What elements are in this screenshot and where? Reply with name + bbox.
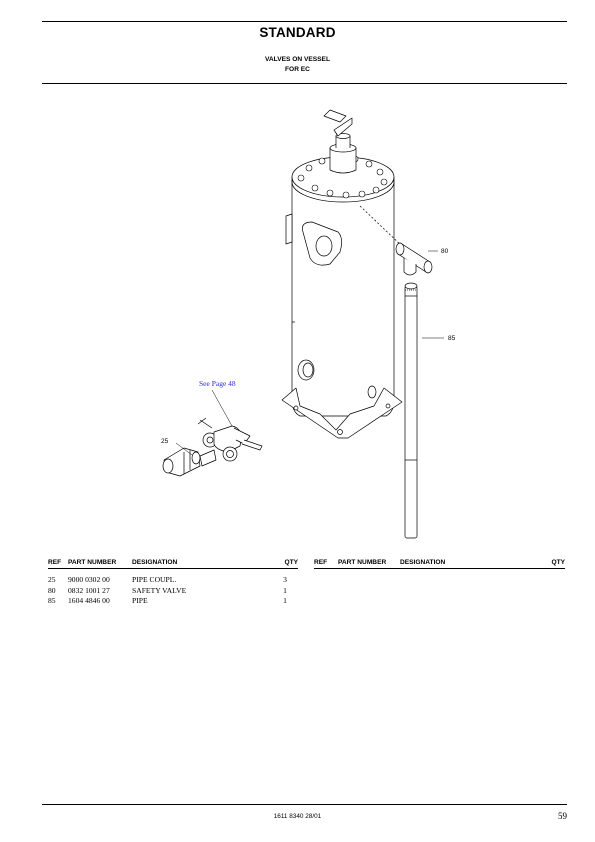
exploded-view-drawing: 80 85 25 See Page 48 [161,109,456,539]
subtitle-line-1: VALVES ON VESSEL [265,56,330,63]
row-qty: 1 [283,596,287,605]
page-title: STANDARD [259,25,336,40]
document-code: 1611 8340 28/01 [273,813,322,820]
safety-valve [395,242,433,276]
col-qty: QTY [272,556,298,569]
col-designation: DESIGNATION [132,556,272,569]
row-part-number: 1604 4846 00 [68,596,110,605]
table-row: 85 1604 4846 00 PIPE 1 [48,596,298,607]
pipe-coupling-assembly [162,417,263,477]
col-part-number: PART NUMBER [338,556,400,569]
row-ref: 85 [48,596,56,605]
col-designation: DESIGNATION [400,556,540,569]
footer-rule [42,804,567,805]
callout-25: 25 [161,438,169,445]
row-part-number: 0832 1001 27 [68,585,110,595]
table-row: 80 0832 1001 27 SAFETY VALVE 1 [48,586,298,597]
row-designation: PIPE COUPL. [132,575,177,584]
table-header-row: REF PART NUMBER DESIGNATION QTY [48,556,298,569]
row-ref: 25 [48,575,56,584]
top-rule [42,21,567,22]
row-part-number: 9000 0302 00 [68,575,110,584]
col-qty: QTY [540,556,565,569]
table-header-row: REF PART NUMBER DESIGNATION QTY [314,556,565,569]
col-ref: REF [314,556,338,569]
callout-80: 80 [441,248,449,255]
see-page-link[interactable]: See Page 48 [199,379,236,388]
row-ref: 80 [48,585,56,595]
col-ref: REF [48,556,68,569]
table-row: 25 9000 0302 00 PIPE COUPL. 3 [48,575,298,586]
air-vessel [281,109,403,439]
col-part-number: PART NUMBER [68,556,132,569]
page-number: 59 [558,811,567,821]
row-designation: PIPE [132,596,148,605]
subtitle-line-2: FOR EC [285,66,310,73]
row-qty: 1 [283,585,287,595]
callout-85: 85 [448,335,456,342]
parts-table-right: REF PART NUMBER DESIGNATION QTY [314,556,565,569]
row-designation: SAFETY VALVE [132,585,187,595]
pipe [404,282,418,539]
header-rule [42,83,567,84]
parts-table-left: REF PART NUMBER DESIGNATION QTY 25 9000 … [48,556,298,607]
row-qty: 3 [283,575,287,584]
